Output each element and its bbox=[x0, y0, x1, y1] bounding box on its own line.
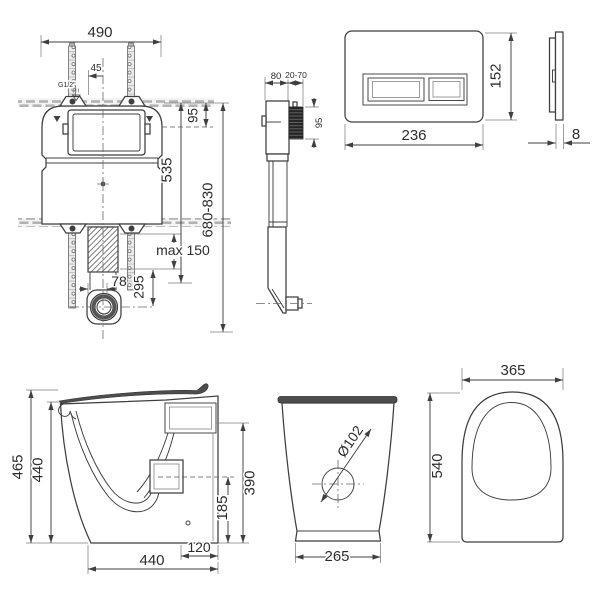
wall-hatch-band-top bbox=[18, 98, 214, 107]
flush-housing-inner bbox=[169, 406, 212, 430]
dim-265-label: 265 bbox=[324, 548, 349, 565]
big-flush-button bbox=[367, 77, 425, 102]
fixing-hole bbox=[185, 520, 191, 526]
tank-rim-strip bbox=[266, 153, 289, 162]
bracket-bolt bbox=[69, 225, 76, 232]
flush-plate-side-view: 8 bbox=[528, 31, 590, 149]
threaded-rod bbox=[68, 232, 76, 309]
level-mark-left bbox=[53, 116, 61, 122]
dim-20-70-label: 20-70 bbox=[285, 70, 307, 80]
bracket-bolt bbox=[128, 98, 135, 105]
access-opening-inner bbox=[72, 113, 141, 152]
dim-max150-label: max 150 bbox=[156, 242, 210, 258]
outlet-box-inner bbox=[153, 463, 180, 490]
dim-465-label: 465 bbox=[10, 454, 27, 479]
frame-leg bbox=[267, 226, 287, 314]
outlet-box-outer bbox=[149, 459, 184, 494]
flush-plate-front-view: 152 236 bbox=[344, 30, 517, 150]
dim-95-label: 95 bbox=[186, 108, 201, 123]
dim-line-dia102 bbox=[320, 428, 372, 503]
threaded-rod bbox=[127, 45, 135, 98]
cistern-side-view: 80 20-70 95 bbox=[256, 69, 327, 314]
dim-295-label: 295 bbox=[131, 275, 147, 299]
cistern-side-tank bbox=[265, 100, 290, 155]
dim-185-label: 185 bbox=[214, 495, 231, 520]
rod-cap bbox=[69, 42, 75, 47]
dim-535-label: 535 bbox=[159, 157, 176, 182]
dim-78-label: 78 bbox=[111, 273, 127, 289]
seat-opening bbox=[471, 402, 552, 501]
rim-hook bbox=[58, 403, 77, 420]
button-recess bbox=[362, 73, 468, 106]
flush-shaft-block bbox=[288, 106, 304, 140]
flush-housing-outer bbox=[164, 402, 217, 434]
bracket-bolt bbox=[69, 98, 76, 105]
bracket-bolt bbox=[128, 225, 135, 232]
toilet-pan-rear-view: Ø102 265 bbox=[277, 396, 398, 567]
small-flush-button-inner bbox=[432, 81, 461, 98]
shaft-pin bbox=[292, 101, 298, 108]
rod-cap bbox=[128, 42, 134, 47]
dim-152-label: 152 bbox=[488, 63, 505, 88]
dim-120-label: 120 bbox=[187, 539, 211, 555]
toilet-pan-side-section: 465 440 390 185 120 440 bbox=[8, 383, 260, 574]
level-mark-right bbox=[146, 116, 153, 122]
pan-body-outline bbox=[59, 395, 219, 544]
dim-95-side-label: 95 bbox=[314, 118, 325, 129]
small-flush-button bbox=[428, 77, 465, 101]
seat-outline bbox=[461, 391, 564, 543]
dim-440-depth-label: 440 bbox=[139, 552, 164, 569]
inlet-triangle bbox=[71, 94, 81, 102]
seat-lid-edge bbox=[277, 396, 398, 404]
access-tab-right bbox=[144, 123, 151, 135]
plate-profile bbox=[554, 31, 564, 121]
cistern-front-view: 490 45 G1/2" 95 535 680-830 max 150 78 2… bbox=[18, 23, 233, 340]
threaded-rod bbox=[68, 45, 76, 98]
dim-390-label: 390 bbox=[242, 470, 259, 495]
dim-440-height-label: 440 bbox=[30, 457, 47, 482]
access-opening-outer bbox=[67, 109, 146, 156]
access-tab-left bbox=[62, 123, 69, 135]
dim-80-label: 80 bbox=[271, 71, 282, 82]
dim-365-label: 365 bbox=[500, 362, 525, 379]
flush-plate bbox=[344, 30, 484, 123]
dim-8-label: 8 bbox=[572, 126, 580, 143]
toilet-pan-top-view: 365 540 bbox=[427, 361, 564, 543]
dim-490-label: 490 bbox=[87, 24, 112, 41]
thread-size-label: G1/2" bbox=[58, 82, 76, 89]
seat-lid-profile bbox=[58, 383, 209, 404]
dim-236-label: 236 bbox=[401, 127, 426, 144]
dim-680-830-label: 680-830 bbox=[200, 182, 217, 237]
big-flush-button-inner bbox=[372, 81, 420, 98]
inlet-stub bbox=[261, 115, 267, 127]
inlet-symbol bbox=[73, 88, 79, 93]
bowl-wall-outer bbox=[70, 412, 160, 513]
dim-540-label: 540 bbox=[429, 453, 446, 478]
dim-45-label: 45 bbox=[90, 63, 102, 74]
